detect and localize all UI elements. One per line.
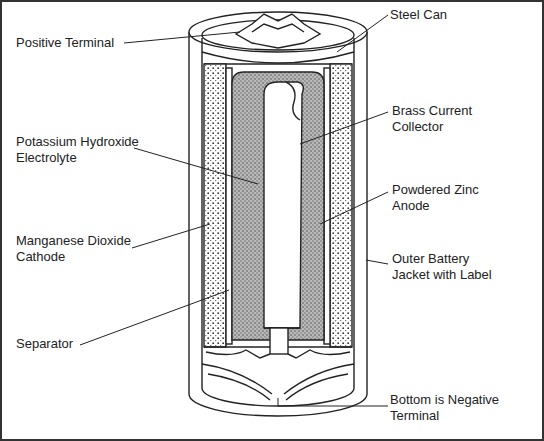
leader-line — [337, 15, 388, 52]
negative-cap-right — [284, 364, 354, 394]
part-label: Bottom is Negative Terminal — [390, 392, 510, 424]
cathode-right — [330, 64, 352, 347]
seal-zigzag-left — [206, 350, 270, 358]
leader-line — [80, 290, 229, 345]
jacket-top — [189, 12, 367, 52]
leader-line — [320, 192, 388, 224]
leader-line — [278, 398, 388, 406]
cathode-left — [204, 64, 226, 347]
part-label: Powdered Zinc Anode — [392, 182, 487, 214]
part-label: Outer Battery Jacket with Label — [392, 251, 502, 283]
leader-line — [124, 32, 240, 43]
leader-lines — [80, 15, 388, 406]
part-label: Steel Can — [390, 7, 490, 23]
separator-left — [226, 68, 232, 344]
part-label: Potassium Hydroxide Electrolyte — [16, 134, 146, 166]
leader-line — [366, 260, 388, 264]
positive-terminal-cap — [236, 14, 320, 48]
zinc-anode — [232, 72, 324, 340]
collector-curl — [286, 82, 300, 120]
terminal-ridge — [252, 24, 304, 32]
leader-line — [134, 148, 258, 184]
negative-cap-left — [202, 364, 272, 394]
part-label: Positive Terminal — [16, 35, 146, 51]
leader-line — [300, 112, 388, 144]
outer-jacket — [189, 32, 367, 416]
collector-nail — [270, 328, 288, 354]
brass-collector — [264, 82, 303, 328]
seal-zigzag-right — [288, 350, 350, 358]
negative-cap-left-inner — [208, 374, 270, 400]
part-label: Brass Current Collector — [392, 103, 482, 135]
part-label: Separator — [16, 336, 116, 352]
steel-can — [202, 38, 354, 406]
leader-line — [132, 224, 210, 248]
part-label: Manganese Dioxide Cathode — [16, 233, 141, 265]
negative-cap-right-inner — [286, 374, 348, 400]
top-seal — [202, 52, 354, 63]
separator-right — [324, 68, 330, 344]
